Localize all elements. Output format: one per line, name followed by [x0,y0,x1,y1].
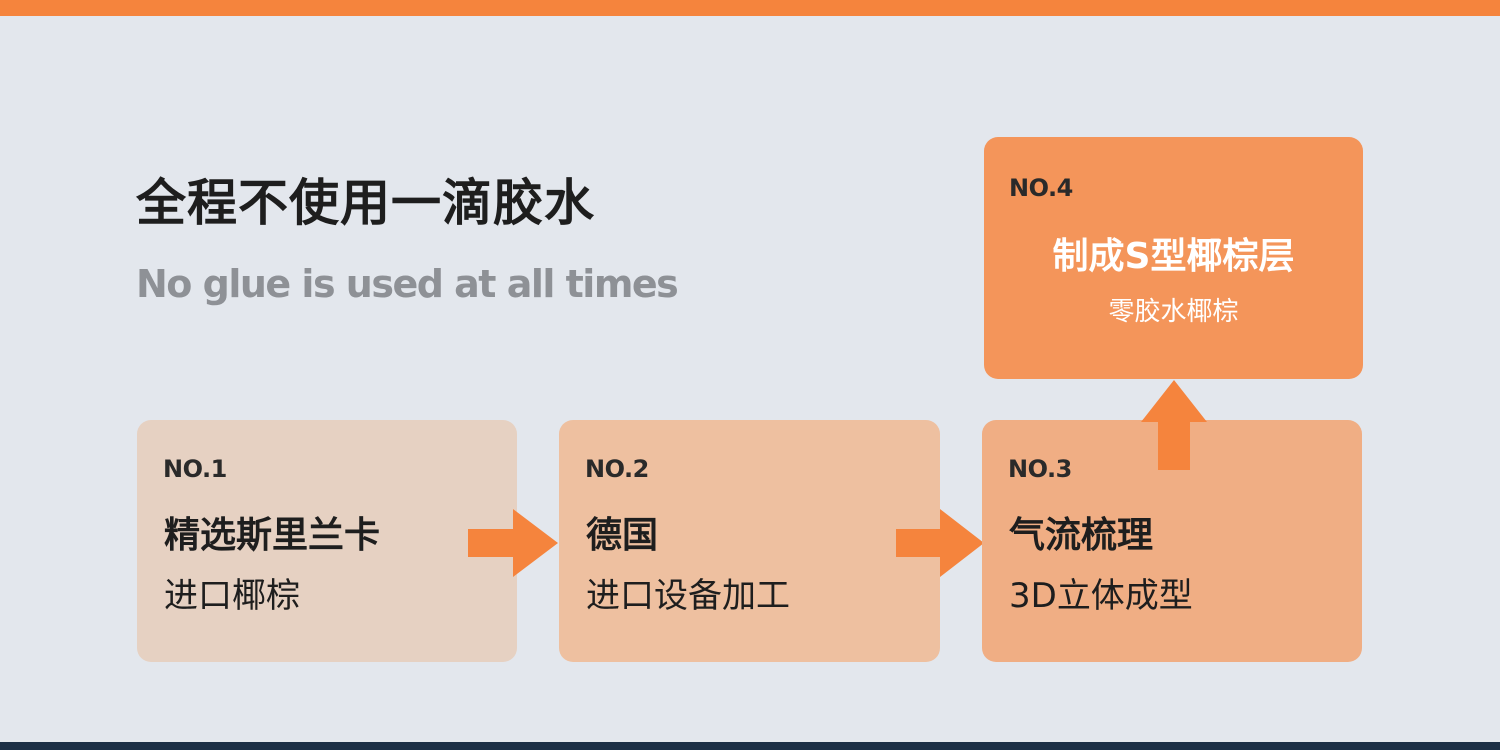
page-title: 全程不使用一滴胶水 [136,174,595,232]
step-title: 气流梳理 [1009,515,1154,556]
arrow-right-icon [468,509,558,577]
step-title: 制成S型椰棕层 [1052,236,1295,277]
step-number: NO.4 [1009,174,1073,202]
step-number: NO.3 [1008,455,1072,483]
step-number: NO.2 [585,455,649,483]
step-number: NO.1 [163,455,227,483]
arrow-up-icon [1141,380,1207,470]
step-subtitle: 进口设备加工 [586,576,790,616]
step-card-1: NO.1 精选斯里兰卡 进口椰棕 [137,420,517,662]
step-subtitle: 进口椰棕 [164,576,300,616]
arrow-right-icon [896,509,984,577]
step-card-4: NO.4 制成S型椰棕层 零胶水椰棕 [984,137,1363,379]
page-subtitle: No glue is used at all times [136,262,679,306]
bottom-bar [0,742,1500,750]
top-accent-bar [0,0,1500,16]
step-subtitle: 3D立体成型 [1009,576,1193,616]
step-title: 精选斯里兰卡 [164,515,381,556]
step-card-2: NO.2 德国 进口设备加工 [559,420,940,662]
step-subtitle: 零胶水椰棕 [1108,297,1239,327]
step-title: 德国 [586,515,659,556]
